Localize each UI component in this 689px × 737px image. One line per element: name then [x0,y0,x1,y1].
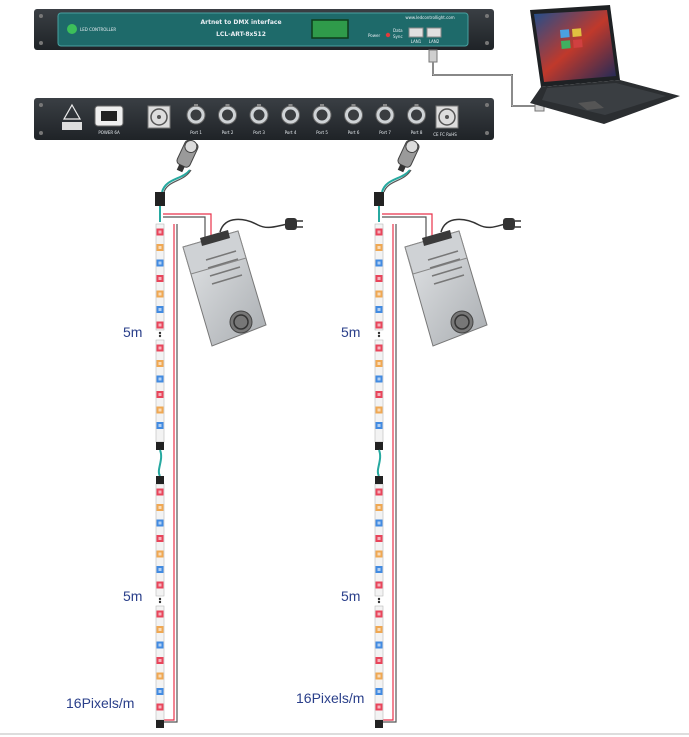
dmx-port-label: Port 1 [190,130,202,135]
indicator-label-power: Power [368,33,380,38]
strip-end-cap [156,720,164,728]
strip-connector [156,476,164,484]
strip-connector [155,192,165,206]
dmx-port-1: Port 1 [186,104,206,135]
strip-end-cap [375,720,383,728]
xlr-plug-icon [176,139,199,173]
strip-connector [156,442,164,450]
rack-screw-icon [485,41,489,45]
brand-text: LED CONTROLLER [80,27,116,32]
rack-screw-icon [39,41,43,45]
warning-icon [62,103,82,120]
strip-length-label-bottom: 5m [341,588,360,604]
dmx-port-label: Port 4 [285,130,297,135]
rack-screw-icon [485,103,489,107]
rj45-port-1 [408,27,424,38]
lcd-display [311,19,349,39]
power-supply-icon [182,230,267,347]
dmx-port-4: Port 4 [281,104,300,135]
rack-screw-icon [485,131,489,135]
rj45-port-2 [426,27,442,38]
pixel-density-label: 16Pixels/m [66,695,134,711]
led-strip [374,223,384,728]
dmx-ports: Port 1 Port 2 Port 3 Port 4 Port 5 Port 6 Port… [186,104,426,135]
rack-screw-icon [485,14,489,18]
controller-title: Artnet to DMX interface [200,19,281,26]
dmx-port-label: Port 6 [348,130,360,135]
rack-screw-icon [39,14,43,18]
xlr-plug-icon [397,139,420,173]
artnet-controller: LED CONTROLLER Artnet to DMX interface L… [34,9,494,50]
power-supply-icon [404,230,488,347]
rack-screw-icon [39,103,43,107]
network-cable [428,49,545,112]
indicator-label-sync: Sync [393,34,403,39]
rack-screw-icon [39,131,43,135]
indicator-label-data: Data [393,28,403,33]
output-channel-2: 5m 5m 16Pixels/m [296,139,521,728]
dmx-port-label: Port 5 [316,130,328,135]
power-led-icon [385,32,391,38]
strip-length-label-top: 5m [123,324,142,340]
led-strip [155,223,165,728]
laptop-icon [530,5,680,124]
controller-front-panel [57,12,469,47]
strip-length-label-bottom: 5m [123,588,142,604]
strip-connector [374,192,384,206]
dmx-port-label: Port 7 [379,130,391,135]
strip-length-label-top: 5m [341,324,360,340]
cert-text: CE FC RoHS [433,132,457,137]
controller-model: LCL-ART-8x512 [216,31,266,38]
dmx-port-2: Port 2 [218,104,237,135]
strip-connector [375,476,383,484]
lan-label-1: LAN1 [411,39,422,44]
power-inlet-label: POWER 6A [98,130,120,135]
pixel-density-label: 16Pixels/m [296,690,364,706]
dmx-port-label: Port 8 [411,130,423,135]
ac-plug-icon [503,218,521,230]
lan-label-2: LAN2 [429,39,440,44]
dmx-port-6: Port 6 [344,104,363,135]
dmx-port-label: Port 2 [222,130,234,135]
dmx-port-5: Port 5 [312,104,332,135]
dmx-port-3: Port 3 [249,104,269,135]
warning-label [62,122,82,130]
output-channel-1: 5m 5m 16Pixels/m [66,139,303,728]
rj45-plug-icon [428,49,438,63]
dmx-port-7: Port 7 [375,104,395,135]
dmx-port-8: Port 8 [407,104,426,135]
ac-plug-icon [285,218,303,230]
strip-connector [375,442,383,450]
dmx-port-label: Port 3 [253,130,265,135]
brand-logo-icon [67,24,77,34]
website-text: www.ledcontrollight.com [405,15,454,20]
